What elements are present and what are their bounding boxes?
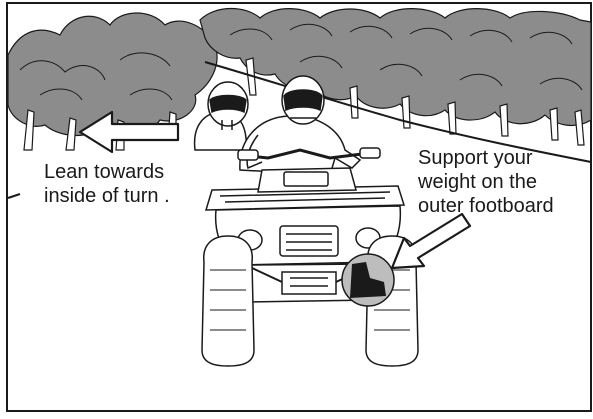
lean-instruction-line-1: Lean towards: [44, 160, 170, 184]
support-instruction: Support your weight on the outer footboa…: [418, 146, 590, 218]
lean-instruction: Lean towards inside of turn .: [44, 160, 170, 208]
lean-instruction-line-2: inside of turn .: [44, 184, 170, 208]
support-instruction-line-3: outer footboard: [418, 194, 590, 218]
support-instruction-line-2: weight on the: [418, 170, 590, 194]
support-instruction-line-1: Support your: [418, 146, 590, 170]
